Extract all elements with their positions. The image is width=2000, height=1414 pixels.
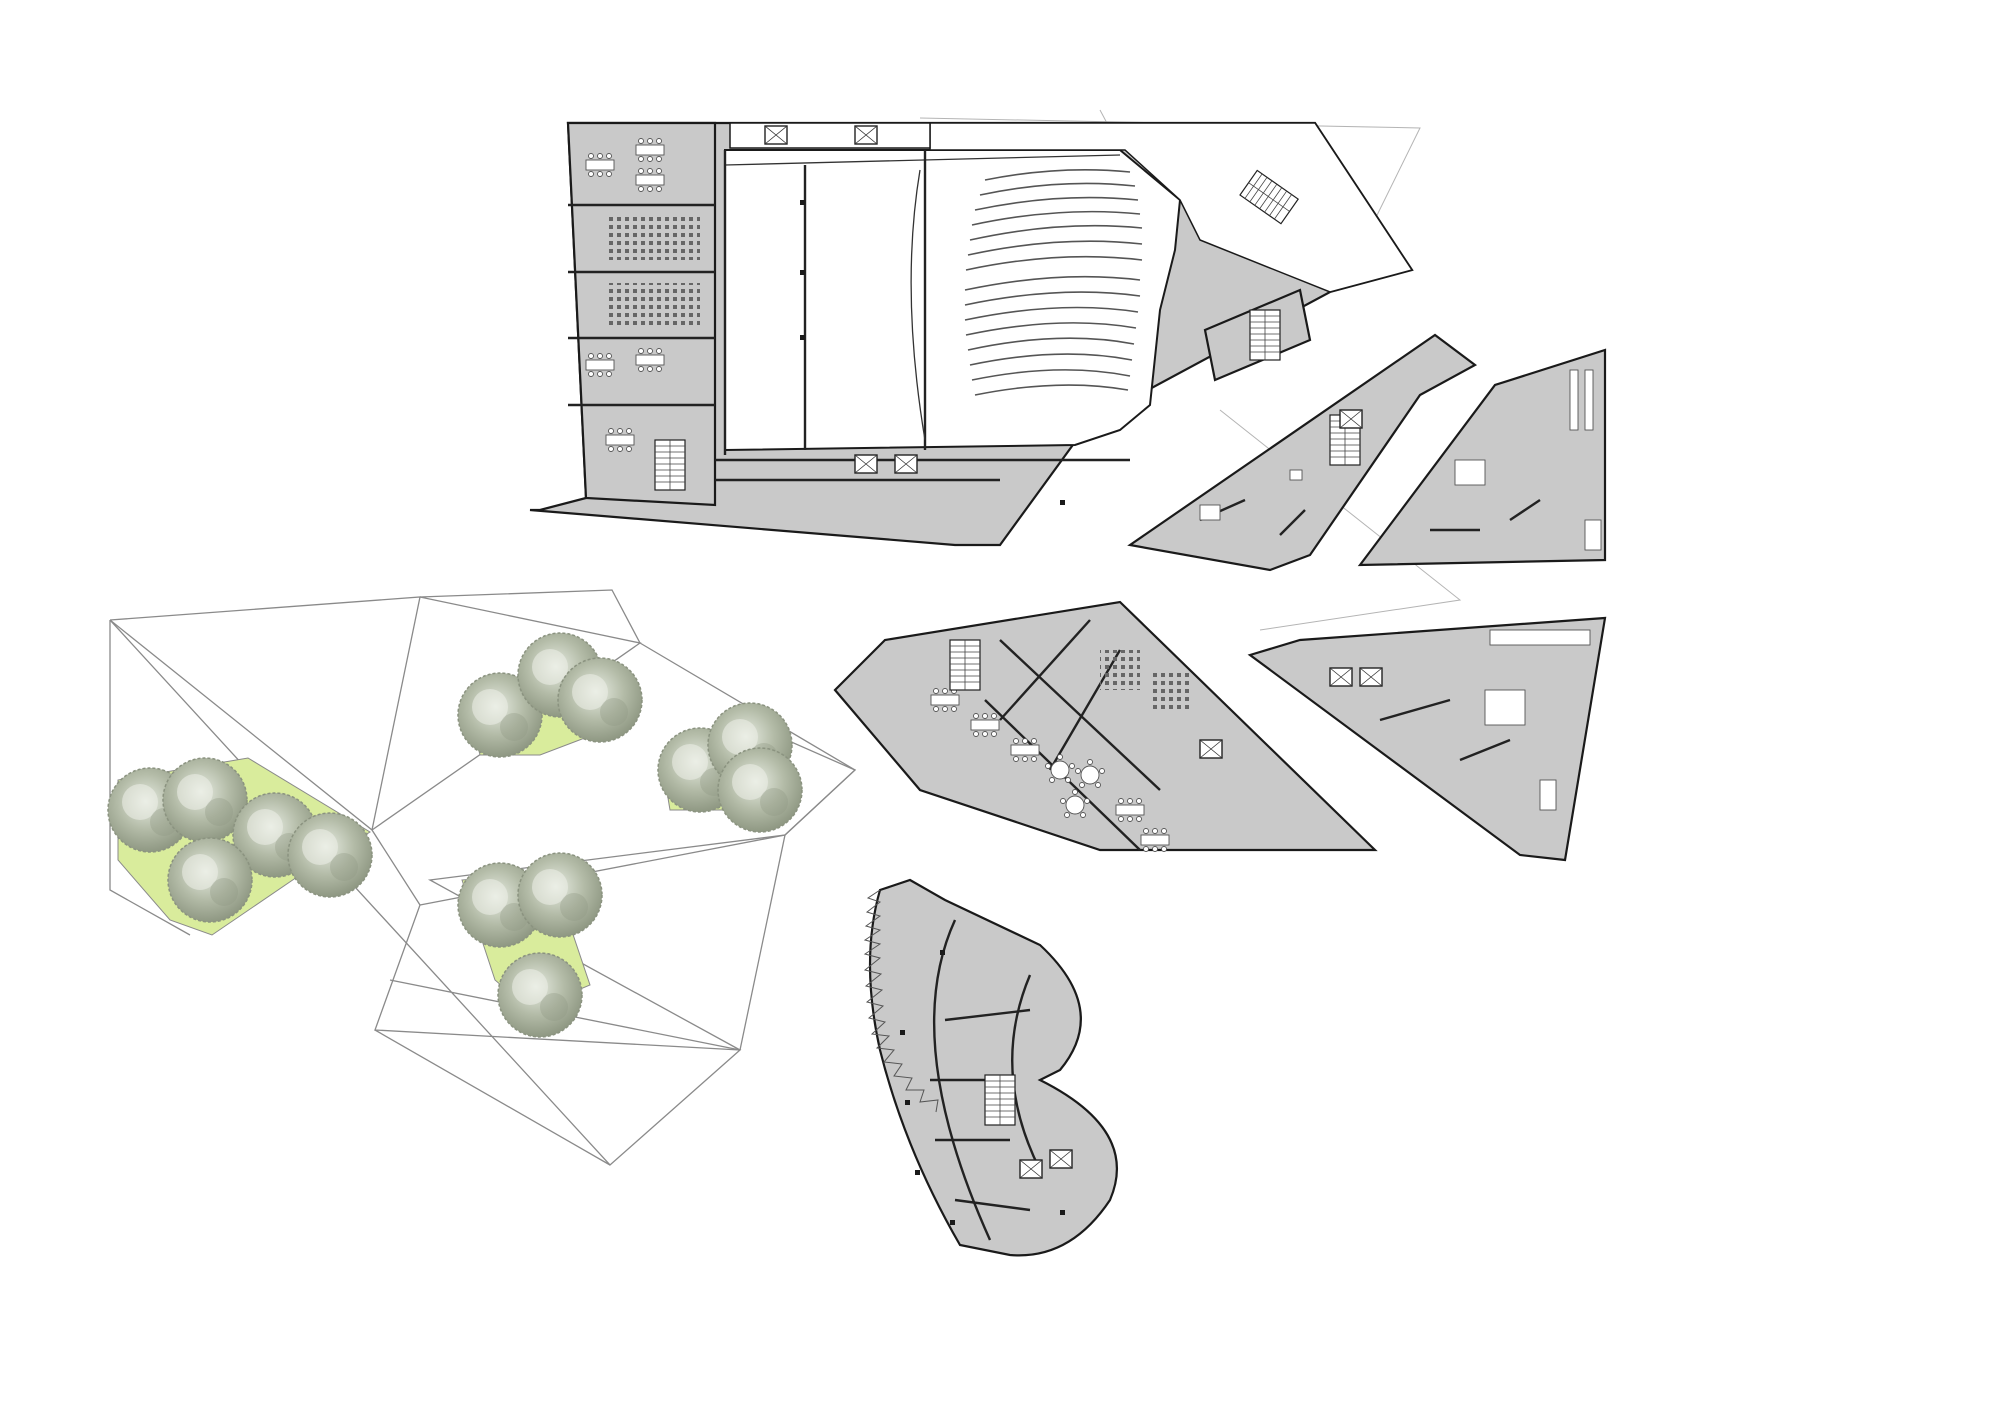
stair-icon: [1249, 309, 1281, 361]
elevator-icon: [1359, 667, 1383, 687]
seat-row-icon: [964, 168, 1143, 396]
elevator-icon: [894, 454, 918, 474]
elevator-icon: [764, 125, 788, 145]
tree-canopy-icon: [717, 747, 803, 833]
column-icon: [900, 950, 1065, 1225]
elevator-icon: [1019, 1159, 1043, 1179]
south-east-wedge: [1247, 616, 1607, 862]
courtyard-south: [457, 852, 603, 1038]
elevator-icon: [854, 125, 878, 145]
elevator-icon: [1339, 409, 1363, 429]
courtyard-west: [107, 757, 373, 936]
elevator-icon: [1199, 739, 1223, 759]
north-east-wedge: [1127, 333, 1478, 572]
tree-canopy-icon: [517, 852, 603, 938]
auditorium-block: [529, 121, 1414, 547]
courtyard-north: [457, 632, 643, 758]
elevator-icon: [1049, 1149, 1073, 1169]
east-wedge: [1357, 348, 1607, 567]
stair-icon: [654, 439, 686, 491]
tree-canopy-icon: [497, 952, 583, 1038]
stair-icon: [984, 1074, 1016, 1126]
tree-canopy-icon: [167, 837, 253, 923]
stair-icon: [949, 639, 981, 691]
tree-canopy-icon: [557, 657, 643, 743]
tree-canopy-icon: [287, 812, 373, 898]
central-wedge: [833, 600, 1378, 852]
curved-tower: [863, 878, 1118, 1257]
column-icon: [800, 200, 1065, 505]
elevator-icon: [1329, 667, 1353, 687]
elevator-icon: [854, 454, 878, 474]
courtyard-east: [657, 702, 803, 833]
